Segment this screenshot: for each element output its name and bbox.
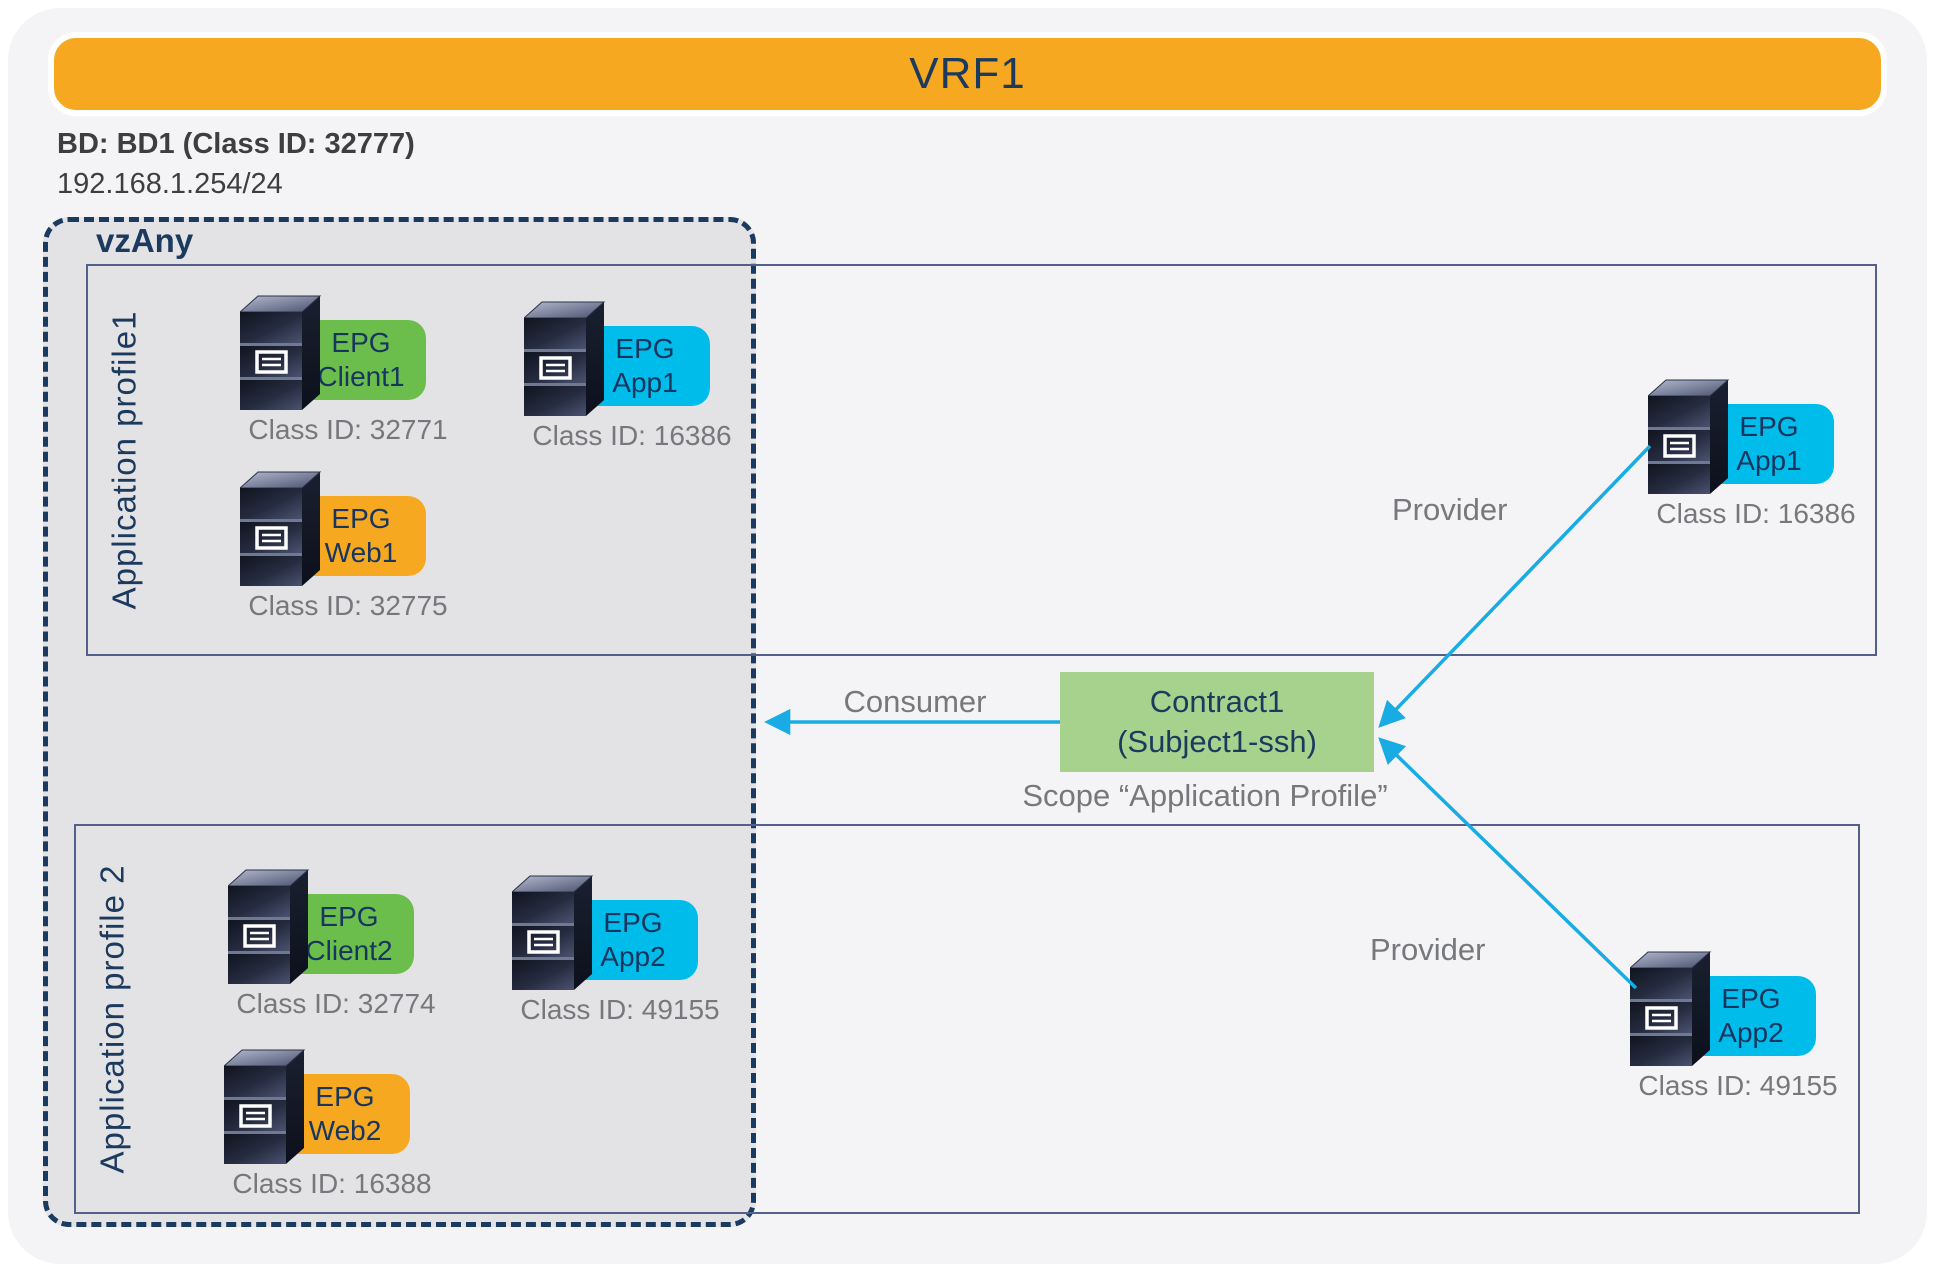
server-icon: [224, 1049, 306, 1164]
application-profile2-label: Application profile 2: [93, 864, 131, 1174]
contract-scope-label: Scope “Application Profile”: [1022, 778, 1388, 813]
server-icon: [240, 471, 322, 586]
epg-class-id: Class ID: 16386: [532, 420, 732, 451]
bd-subnet: 192.168.1.254/24: [57, 168, 283, 200]
vzany-label: vzAny: [96, 222, 194, 259]
server-icon: [1648, 379, 1730, 494]
bd-info: BD: BD1 (Class ID: 32777) 192.168.1.254/…: [57, 124, 415, 204]
epg-class-id: Class ID: 32771: [248, 414, 448, 445]
epg-class-id: Class ID: 49155: [520, 994, 720, 1025]
application-profile1-box: [86, 264, 1877, 656]
application-profile2-box: [74, 824, 1860, 1214]
epg-class-id: Class ID: 32775: [248, 590, 448, 621]
consumer-label: Consumer: [843, 684, 987, 719]
vrf-banner: VRF1: [48, 32, 1887, 116]
epg-class-id: Class ID: 49155: [1638, 1070, 1838, 1101]
server-icon: [240, 295, 322, 410]
server-icon: [512, 875, 594, 990]
vrf-title: VRF1: [909, 49, 1026, 98]
epg-class-id: Class ID: 16388: [232, 1168, 432, 1199]
contract-name: Contract1: [1149, 684, 1285, 719]
contract-subject: (Subject1-ssh): [1117, 724, 1317, 759]
contract-box: Contract1 (Subject1-ssh): [1060, 672, 1374, 772]
server-icon: [1630, 951, 1712, 1066]
server-icon: [228, 869, 310, 984]
application-profile1-label: Application profile1: [105, 310, 142, 610]
provider-label-bottom: Provider: [1370, 932, 1486, 967]
server-icon: [524, 301, 606, 416]
epg-class-id: Class ID: 16386: [1656, 498, 1856, 529]
epg-class-id: Class ID: 32774: [236, 988, 436, 1019]
provider-label-top: Provider: [1392, 492, 1508, 527]
bd-name: BD: BD1 (Class ID: 32777): [57, 128, 415, 160]
